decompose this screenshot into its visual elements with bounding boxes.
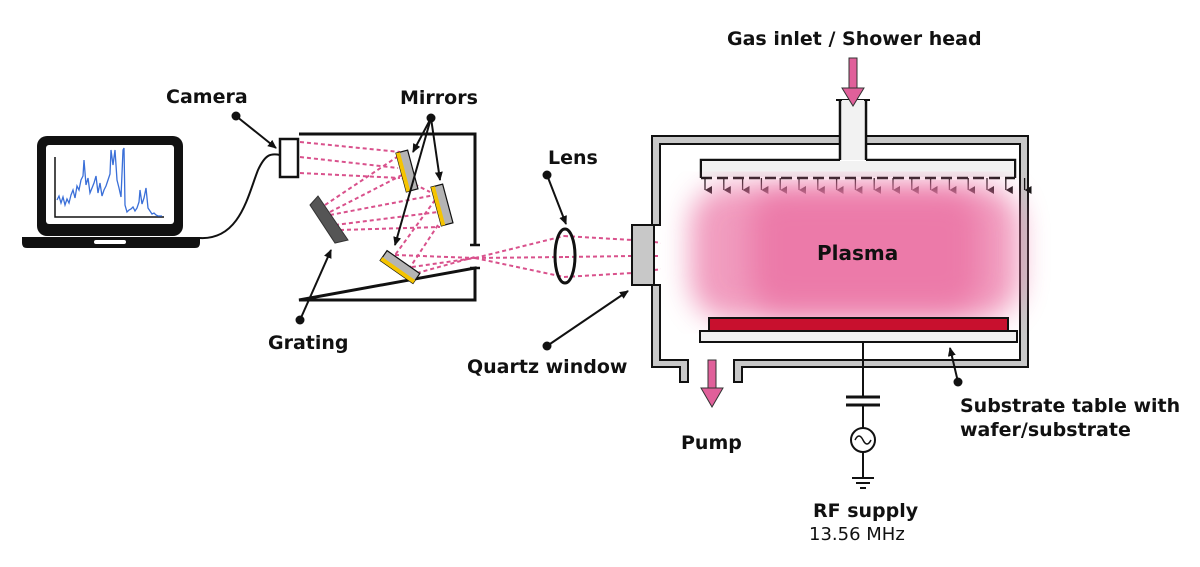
laptop-trackpad bbox=[94, 240, 126, 244]
spectrum-axes bbox=[54, 157, 164, 218]
laptop bbox=[22, 136, 200, 248]
quartz-window bbox=[631, 224, 655, 286]
spectrometer-housing bbox=[298, 132, 477, 302]
camera-cable bbox=[199, 153, 281, 240]
camera-body bbox=[278, 137, 300, 179]
internal-light-paths bbox=[299, 141, 476, 276]
mirror-2 bbox=[430, 183, 454, 227]
plasma-chamber bbox=[631, 99, 1032, 383]
label-camera: Camera bbox=[166, 86, 248, 108]
entrance-slit bbox=[470, 243, 480, 270]
label-substrate-line2: wafer/substrate bbox=[960, 419, 1131, 441]
ground-icon bbox=[852, 477, 874, 489]
label-grating: Grating bbox=[268, 332, 349, 354]
label-rf-supply: RF supply bbox=[813, 500, 919, 522]
label-substrate-line1: Substrate table with bbox=[960, 395, 1180, 417]
label-lens: Lens bbox=[548, 147, 598, 169]
label-rf-frequency: 13.56 MHz bbox=[809, 524, 905, 545]
laptop-screen bbox=[46, 145, 174, 224]
substrate-table bbox=[699, 330, 1018, 343]
label-plasma: Plasma bbox=[817, 241, 898, 265]
label-gas-inlet: Gas inlet / Shower head bbox=[727, 28, 982, 50]
shower-head-plenum bbox=[702, 161, 1014, 177]
label-mirrors: Mirrors bbox=[400, 87, 478, 109]
spectrometer bbox=[278, 132, 480, 302]
label-pump: Pump bbox=[681, 432, 742, 454]
label-quartz-window: Quartz window bbox=[467, 356, 627, 378]
lens-icon bbox=[553, 227, 577, 285]
mirror-1 bbox=[395, 149, 419, 193]
rf-circuit bbox=[846, 342, 880, 489]
gas-inlet-interior bbox=[842, 100, 864, 160]
grating-element bbox=[309, 195, 349, 244]
mirror-3 bbox=[379, 249, 421, 285]
pump-arrow bbox=[700, 359, 724, 408]
gas-inlet-pipe bbox=[838, 100, 868, 160]
label-pointers bbox=[231, 111, 963, 387]
plasma-core bbox=[750, 192, 980, 310]
wafer bbox=[708, 317, 1009, 332]
spectrum-line bbox=[56, 147, 162, 217]
gas-inlet-arrow bbox=[841, 57, 865, 107]
